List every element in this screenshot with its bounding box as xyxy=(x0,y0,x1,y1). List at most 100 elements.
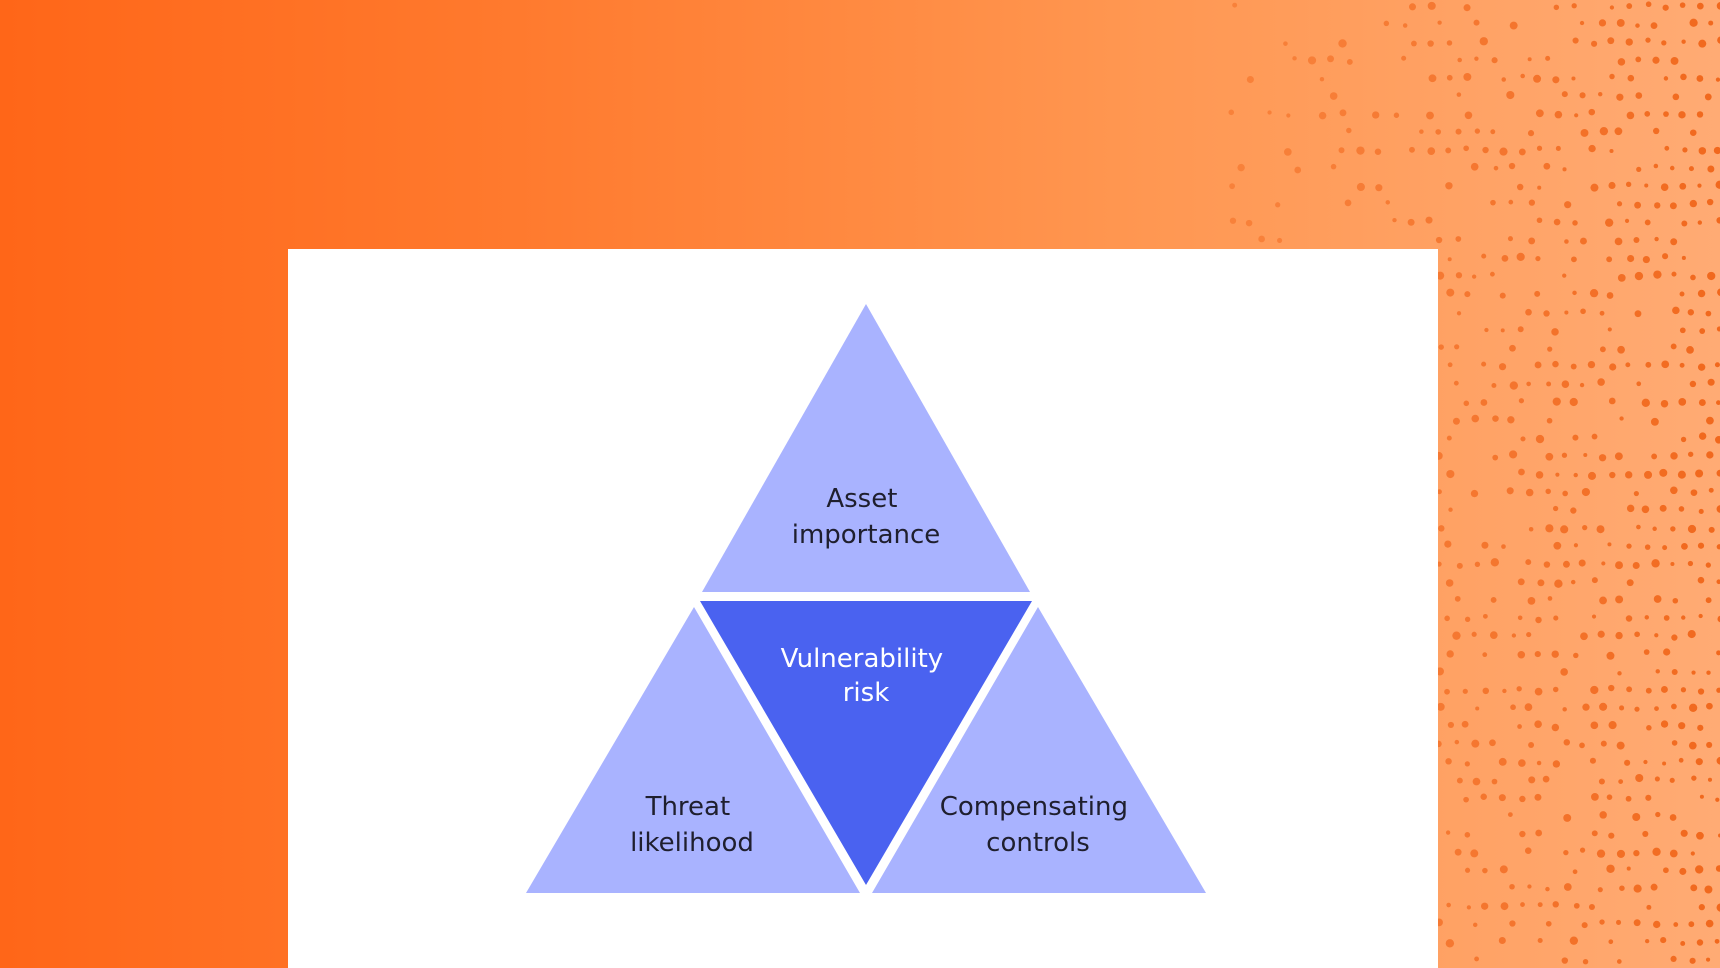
pattern-dot xyxy=(1454,595,1461,602)
pattern-dot xyxy=(1670,486,1678,495)
pattern-dot xyxy=(1652,526,1657,532)
pattern-dot xyxy=(1645,687,1652,694)
pattern-dot xyxy=(1454,848,1462,856)
pattern-dot xyxy=(1697,542,1705,549)
pattern-dot xyxy=(1572,290,1577,296)
pattern-dot xyxy=(1669,202,1677,210)
pattern-dot xyxy=(1624,759,1631,766)
pattern-dot xyxy=(1552,686,1559,693)
pattern-dot xyxy=(1617,274,1626,282)
pattern-dot xyxy=(1572,220,1578,226)
pattern-dot xyxy=(1641,398,1650,407)
pattern-dot xyxy=(1619,885,1625,891)
pattern-dot xyxy=(1669,849,1678,858)
pattern-dot xyxy=(1401,55,1407,61)
pattern-dot xyxy=(1471,631,1477,637)
pattern-dot xyxy=(1472,777,1481,786)
pattern-dot xyxy=(1687,309,1695,316)
pattern-dot xyxy=(1591,433,1598,440)
pattern-dot xyxy=(1489,739,1496,747)
pattern-dot xyxy=(1553,615,1559,621)
pattern-dot xyxy=(1686,346,1694,354)
pattern-dot xyxy=(1509,450,1518,459)
pattern-dot xyxy=(1590,685,1599,695)
pattern-dot xyxy=(1527,884,1532,889)
pattern-dot xyxy=(1408,3,1417,11)
pattern-dot xyxy=(1561,91,1568,98)
pattern-dot xyxy=(1516,183,1524,191)
pattern-dot xyxy=(1520,902,1525,907)
pattern-dot xyxy=(1596,849,1606,858)
pattern-dot xyxy=(1697,576,1705,584)
pattern-dot xyxy=(1634,271,1644,281)
pattern-dot xyxy=(1508,199,1514,205)
pattern-dot xyxy=(1491,778,1498,785)
pattern-dot xyxy=(1535,434,1545,444)
pattern-dot xyxy=(1534,687,1543,696)
pattern-dot xyxy=(1653,270,1662,279)
pattern-dot xyxy=(1437,20,1442,25)
pattern-dot xyxy=(1277,237,1283,244)
pattern-dot xyxy=(1551,328,1559,336)
pattern-dot xyxy=(1466,905,1472,910)
pattern-dot xyxy=(1456,562,1463,569)
pattern-dot xyxy=(1698,613,1703,619)
pattern-dot xyxy=(1691,670,1696,675)
pattern-dot xyxy=(1572,869,1578,875)
pattern-dot xyxy=(1608,721,1617,730)
pattern-dot xyxy=(1528,741,1535,748)
pattern-dot xyxy=(1446,288,1455,297)
pattern-dot xyxy=(1583,452,1588,457)
pattern-dot xyxy=(1330,163,1337,170)
pattern-dot xyxy=(1543,561,1551,568)
pattern-dot xyxy=(1489,631,1498,639)
pattern-dot xyxy=(1598,19,1607,27)
pattern-dot xyxy=(1591,614,1597,619)
pattern-dot xyxy=(1679,327,1686,334)
pattern-dot xyxy=(1587,471,1597,480)
pattern-dot xyxy=(1707,777,1713,782)
pattern-dot xyxy=(1643,759,1648,765)
pattern-dot xyxy=(1573,472,1578,478)
pattern-dot xyxy=(1307,56,1317,65)
pattern-dot xyxy=(1614,127,1623,136)
pattern-dot xyxy=(1678,111,1686,119)
pattern-dot xyxy=(1633,884,1642,893)
pattern-dot xyxy=(1597,378,1605,386)
pattern-dot xyxy=(1598,454,1607,462)
pattern-dot xyxy=(1644,470,1653,479)
pattern-dot xyxy=(1551,723,1560,732)
pattern-dot xyxy=(1507,416,1515,424)
pattern-dot xyxy=(1456,777,1463,784)
pattern-dot xyxy=(1652,56,1660,64)
pattern-dot xyxy=(1645,37,1651,43)
asset-importance-label: Asset importance xyxy=(792,484,941,550)
pattern-dot xyxy=(1643,649,1650,655)
pattern-dot xyxy=(1446,902,1451,908)
pattern-dot xyxy=(1472,922,1478,928)
pattern-dot xyxy=(1571,256,1577,263)
pattern-dot xyxy=(1600,740,1607,747)
pattern-dot xyxy=(1645,1,1652,8)
pattern-dot xyxy=(1524,703,1533,711)
pattern-dot xyxy=(1546,381,1552,387)
pattern-dot xyxy=(1662,761,1667,766)
pattern-dot xyxy=(1671,634,1678,641)
pattern-dot xyxy=(1375,184,1383,192)
pattern-dot xyxy=(1525,308,1532,316)
pattern-dot xyxy=(1579,847,1586,853)
pattern-dot xyxy=(1597,630,1605,638)
pattern-dot xyxy=(1570,507,1577,514)
pattern-dot xyxy=(1561,380,1570,388)
pattern-dot xyxy=(1561,957,1569,964)
pattern-dot xyxy=(1555,145,1561,151)
pattern-dot xyxy=(1625,38,1633,46)
pattern-dot xyxy=(1482,687,1490,695)
pattern-dot xyxy=(1564,239,1569,244)
pattern-dot xyxy=(1500,902,1509,911)
pattern-dot xyxy=(1508,162,1516,170)
pattern-dot xyxy=(1490,199,1496,206)
pattern-dot xyxy=(1570,363,1577,370)
pattern-dot xyxy=(1706,198,1714,206)
pattern-dot xyxy=(1689,129,1697,137)
